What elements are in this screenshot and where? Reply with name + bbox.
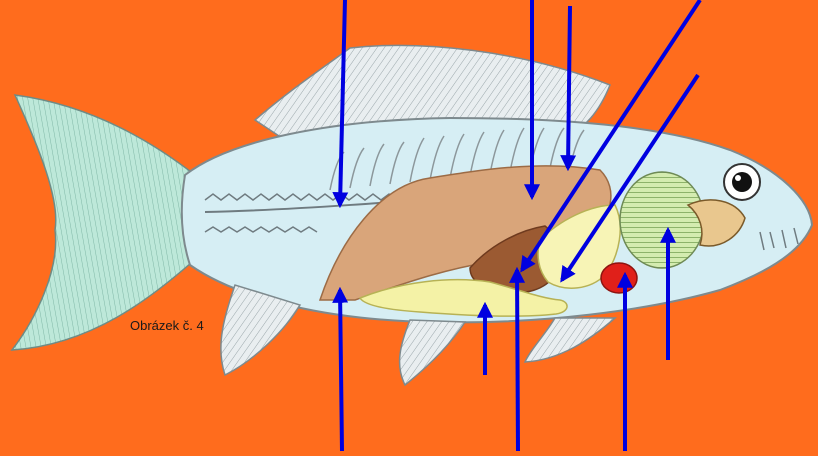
gills	[620, 172, 704, 268]
pelvic-fin	[400, 320, 465, 385]
pectoral-fin	[525, 318, 615, 362]
tail-fin	[12, 95, 200, 350]
arrow-bottom-1	[340, 290, 342, 451]
eye-pupil	[732, 172, 752, 192]
arrow-bottom-3	[517, 270, 518, 451]
eye-highlight	[735, 175, 741, 181]
figure-caption: Obrázek č. 4	[130, 318, 204, 333]
heart	[601, 263, 637, 293]
arrow-top-3	[568, 6, 570, 168]
